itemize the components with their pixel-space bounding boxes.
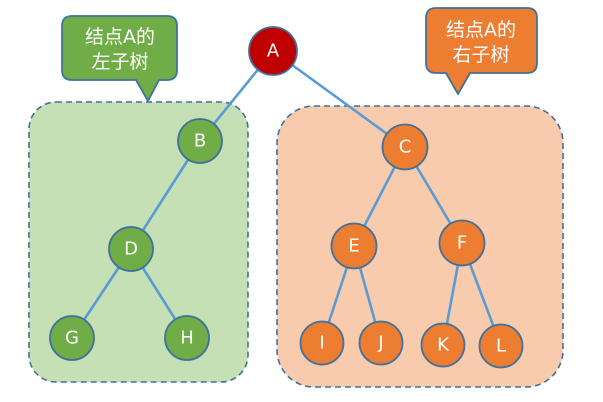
node-E-label: E xyxy=(348,236,359,257)
node-K-circle xyxy=(420,322,466,368)
node-D-label: D xyxy=(124,239,138,260)
node-G-circle xyxy=(49,315,95,361)
tree-node-L: L xyxy=(478,323,524,369)
node-F-label: F xyxy=(457,233,467,254)
tree-node-B: B xyxy=(177,118,223,164)
node-L-label: L xyxy=(496,336,506,357)
right-subtree-callout: 结点A的 右子树 xyxy=(425,7,538,95)
node-A-circle xyxy=(248,26,298,76)
tree-node-H: H xyxy=(164,315,210,361)
node-E-circle xyxy=(330,222,378,270)
node-B-label: B xyxy=(194,131,206,152)
node-C-circle xyxy=(381,123,429,171)
tree-node-F: F xyxy=(438,219,486,267)
tree-node-J: J xyxy=(358,320,404,366)
node-B-circle xyxy=(177,118,223,164)
node-I-circle xyxy=(299,320,345,366)
node-I-label: I xyxy=(319,333,324,354)
left-callout-bubble xyxy=(61,15,178,102)
node-A-label: A xyxy=(267,41,280,62)
tree-node-E: E xyxy=(330,222,378,270)
tree-node-C: C xyxy=(381,123,429,171)
node-C-label: C xyxy=(399,137,412,158)
tree-node-I: I xyxy=(299,320,345,366)
node-L-circle xyxy=(478,323,524,369)
right-callout-line1: 结点A的 xyxy=(446,19,516,41)
node-F-circle xyxy=(438,219,486,267)
right-subtree-panel xyxy=(276,105,564,388)
left-callout-line2: 左子树 xyxy=(91,51,148,73)
left-callout-line1: 结点A的 xyxy=(85,26,155,48)
node-G-label: G xyxy=(65,328,79,349)
edge-A-C xyxy=(271,49,407,149)
tree-node-G: G xyxy=(49,315,95,361)
node-H-circle xyxy=(164,315,210,361)
tree-node-K: K xyxy=(420,322,466,368)
node-D-circle xyxy=(108,226,154,272)
node-J-circle xyxy=(358,320,404,366)
right-callout-bubble xyxy=(425,7,538,95)
node-H-label: H xyxy=(180,328,194,349)
node-K-label: K xyxy=(437,335,450,356)
left-subtree-callout: 结点A的 左子树 xyxy=(61,15,178,102)
node-J-label: J xyxy=(377,333,383,354)
right-callout-line2: 右子树 xyxy=(452,44,509,66)
tree-node-A: A xyxy=(248,26,298,76)
tree-node-D: D xyxy=(108,226,154,272)
